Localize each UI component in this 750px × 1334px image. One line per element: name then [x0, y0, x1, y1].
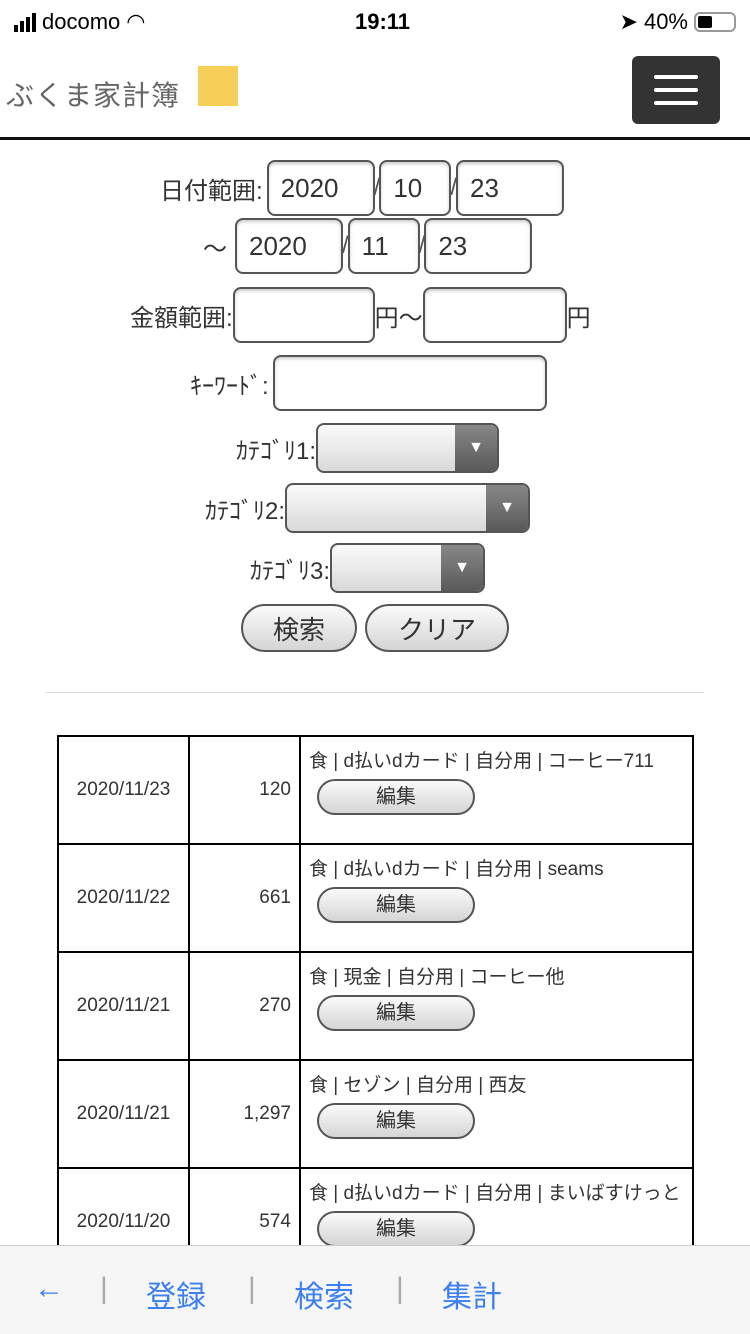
amount-range-label: 金額範囲:	[130, 304, 233, 332]
to-month-input[interactable]: 11	[347, 218, 420, 274]
yen: 円	[566, 304, 591, 332]
amount-row: 金額範囲: 円〜 円	[130, 287, 591, 343]
bottom-nav: ← | 登録 | 検索 | 集計	[0, 1245, 750, 1334]
back-link[interactable]: ←	[34, 1272, 64, 1305]
edit-button[interactable]: 編集	[317, 779, 475, 815]
clock: 19:11	[354, 9, 411, 34]
location-icon: ➤	[619, 9, 638, 34]
category2-select[interactable]: ▼	[285, 483, 531, 533]
edit-button[interactable]: 編集	[317, 887, 475, 923]
results-table: 2020/11/23 120 食 | d払いdカード | 自分用 | コーヒー7…	[57, 735, 694, 1277]
separator: |	[396, 1272, 404, 1305]
category1-select[interactable]: ▼	[316, 423, 500, 473]
amount-cell: 661	[188, 843, 301, 953]
date-cell: 2020/11/22	[57, 843, 190, 953]
register-link[interactable]: 登録	[146, 1281, 206, 1314]
wifi-icon: ◠	[126, 9, 146, 34]
category3-select[interactable]: ▼	[330, 543, 486, 593]
from-month-input[interactable]: 10	[379, 160, 452, 216]
from-day-input[interactable]: 23	[456, 160, 565, 216]
memo-text: 食 | セゾン | 自分用 | 西友	[309, 1075, 527, 1096]
slash: /	[450, 174, 458, 201]
memo-cell: 食 | d払いdカード | 自分用 | コーヒー711 編集	[299, 735, 694, 845]
date-cell: 2020/11/21	[57, 1059, 190, 1169]
category2-row: ｶﾃｺﾞﾘ2: ▼	[205, 483, 531, 533]
category2-label: ｶﾃｺﾞﾘ2:	[205, 497, 286, 525]
keyword-row: ｷｰﾜｰﾄﾞ:	[190, 355, 547, 411]
chevron-down-icon: ▼	[455, 425, 498, 471]
separator: |	[100, 1272, 108, 1305]
slash: /	[418, 232, 426, 259]
chevron-down-icon: ▼	[441, 545, 484, 591]
edit-button[interactable]: 編集	[317, 1211, 475, 1247]
memo-cell: 食 | セゾン | 自分用 | 西友編集	[299, 1059, 694, 1169]
to-year-input[interactable]: 2020	[235, 218, 343, 274]
category1-row: ｶﾃｺﾞﾘ1: ▼	[236, 423, 500, 473]
form-buttons: 検索 クリア	[241, 604, 509, 652]
edit-button[interactable]: 編集	[317, 1103, 475, 1139]
memo-text: 食 | d払いdカード | 自分用 | まいばすけっと	[309, 1183, 681, 1204]
amount-max-input[interactable]	[422, 287, 567, 343]
app-title[interactable]: ぶくま家計簿	[6, 80, 181, 111]
memo-text: 食 | 現金 | 自分用 | コーヒー他	[309, 967, 565, 988]
date-cell: 2020/11/21	[57, 951, 190, 1061]
carrier: docomo	[42, 9, 121, 34]
table-row: 2020/11/21 1,297 食 | セゾン | 自分用 | 西友編集	[57, 1059, 694, 1169]
memo-cell: 食 | d払いdカード | 自分用 | seams 編集	[299, 843, 694, 953]
separator: |	[248, 1272, 256, 1305]
memo-cell: 食 | 現金 | 自分用 | コーヒー他編集	[299, 951, 694, 1061]
keyword-input[interactable]	[272, 355, 547, 411]
clear-button[interactable]: クリア	[365, 604, 509, 652]
amount-cell: 120	[188, 735, 301, 845]
memo-text: 食 | d払いdカード | 自分用 | コーヒー711	[309, 751, 654, 772]
app-header: ぶくま家計簿	[0, 44, 750, 140]
date-range-label: 日付範囲:	[160, 177, 263, 205]
table-row: 2020/11/22 661 食 | d払いdカード | 自分用 | seams…	[57, 843, 694, 953]
memo-text: 食 | d払いdカード | 自分用 | seams	[309, 859, 604, 880]
date-cell: 2020/11/23	[57, 735, 190, 845]
category3-row: ｶﾃｺﾞﾘ3: ▼	[250, 543, 486, 593]
table-row: 2020/11/23 120 食 | d払いdカード | 自分用 | コーヒー7…	[57, 735, 694, 845]
search-button[interactable]: 検索	[241, 604, 357, 652]
date-to-row: 〜 2020 / 11 / 23	[203, 218, 533, 274]
slash: /	[373, 174, 381, 201]
tilde: 〜	[203, 235, 227, 263]
signal-icon	[14, 12, 36, 32]
status-bar: docomo◠ 19:11 ➤40%	[0, 0, 750, 44]
divider	[46, 692, 704, 693]
battery-icon	[694, 12, 736, 32]
table-row: 2020/11/21 270 食 | 現金 | 自分用 | コーヒー他編集	[57, 951, 694, 1061]
summary-link[interactable]: 集計	[442, 1281, 502, 1314]
keyword-label: ｷｰﾜｰﾄﾞ:	[190, 372, 269, 400]
amount-min-input[interactable]	[232, 287, 375, 343]
category3-label: ｶﾃｺﾞﾘ3:	[250, 557, 331, 585]
logo-icon	[198, 66, 238, 106]
battery-percent: 40%	[643, 9, 688, 34]
category1-label: ｶﾃｺﾞﾘ1:	[236, 437, 317, 465]
amount-cell: 270	[188, 951, 301, 1061]
hamburger-menu-button[interactable]	[632, 56, 720, 124]
edit-button[interactable]: 編集	[317, 995, 475, 1031]
yen-tilde: 円〜	[374, 304, 423, 332]
amount-cell: 1,297	[188, 1059, 301, 1169]
date-from-row: 日付範囲: 2020 / 10 / 23	[160, 160, 565, 216]
search-link[interactable]: 検索	[294, 1281, 354, 1314]
chevron-down-icon: ▼	[486, 485, 529, 531]
to-day-input[interactable]: 23	[424, 218, 533, 274]
slash: /	[342, 232, 349, 259]
from-year-input[interactable]: 2020	[266, 160, 375, 216]
